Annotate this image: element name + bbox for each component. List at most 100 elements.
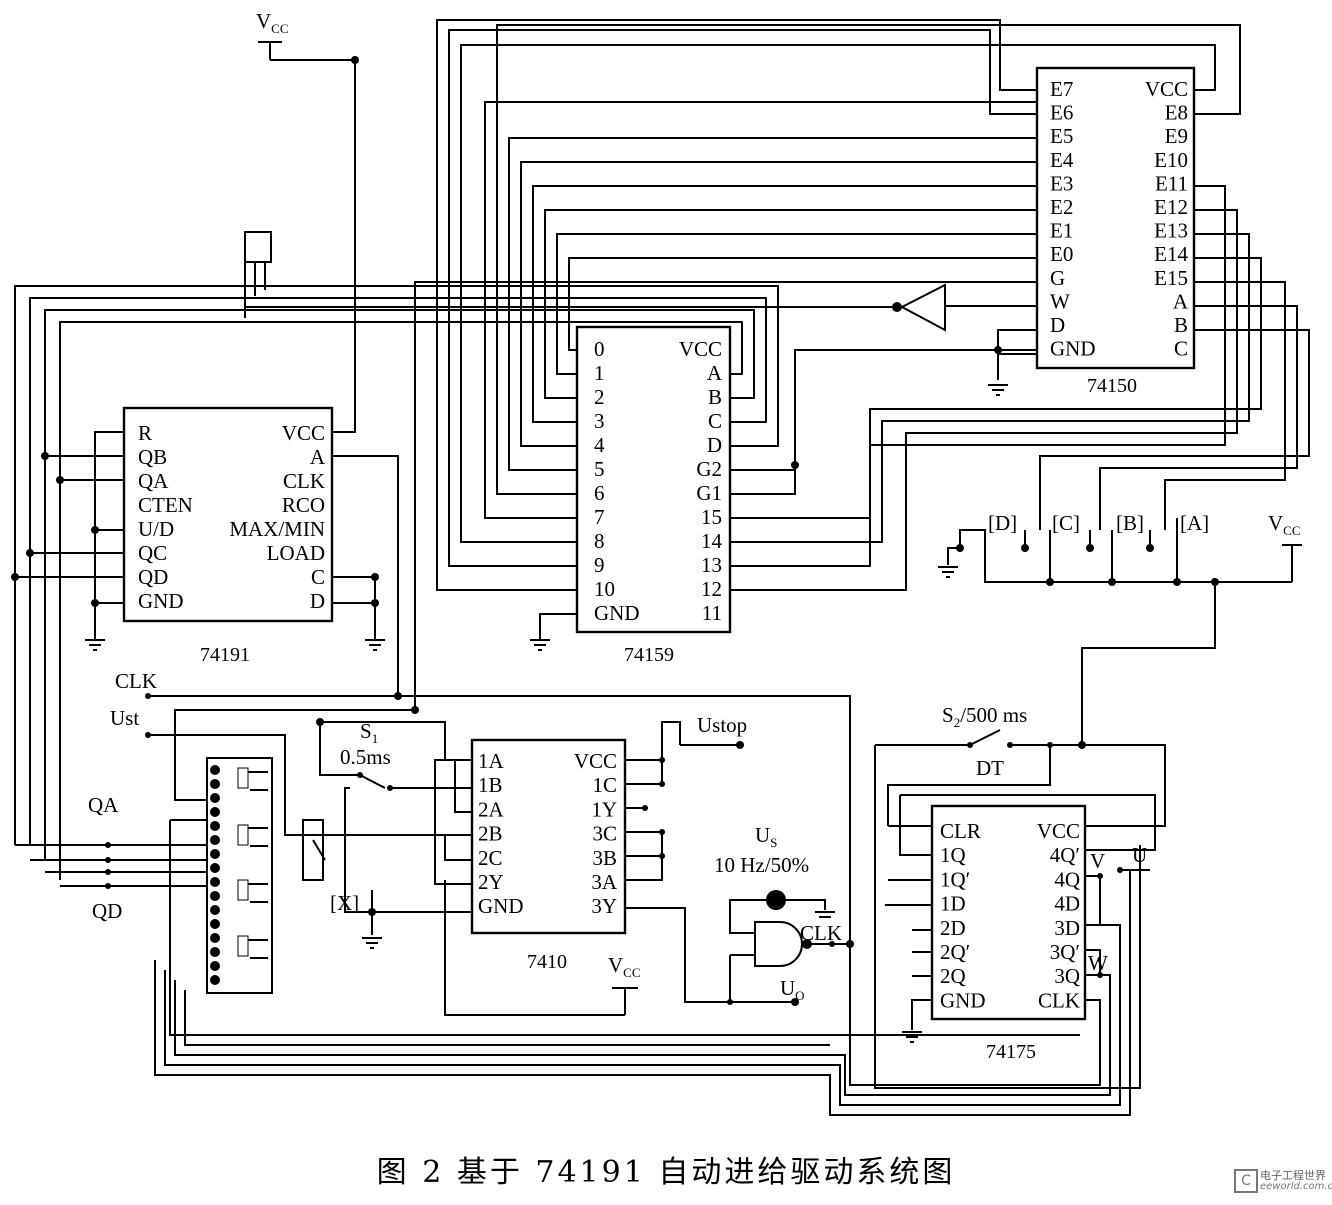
- vcc-7410-label: VCC: [608, 953, 641, 980]
- clk-input-wire: [148, 695, 851, 1045]
- wire-74159-G2: [730, 349, 1037, 471]
- c74150-pin-right-4: E11: [1155, 171, 1188, 195]
- c74191-pin-left-6: QD: [138, 565, 168, 589]
- c74191-pin-left-4: U/D: [138, 517, 174, 541]
- c74150-pin-right-0: VCC: [1145, 77, 1188, 101]
- vcc-right-symbol: [1215, 544, 1302, 583]
- c74175-pin-left-7: GND: [940, 988, 986, 1012]
- wire-74175-1Q: [899, 795, 932, 856]
- c74159-pin-right-0: VCC: [679, 337, 722, 361]
- chip-74150-name: 74150: [1087, 375, 1137, 397]
- us-freq-label: 10 Hz/50%: [714, 853, 809, 877]
- c7410-pin-right-1: 1C: [592, 773, 617, 797]
- c74175-pin-right-1: 4Q′: [1050, 843, 1080, 867]
- c7410-pin-left-1: 1B: [478, 773, 503, 797]
- chip-74191-body: [122, 406, 334, 623]
- c74191-pin-right-4: MAX/MIN: [229, 517, 325, 541]
- chip-74175-body: [930, 804, 1087, 1021]
- c74191-pin-right-0: VCC: [282, 421, 325, 445]
- wire-7410-2A: [454, 760, 472, 813]
- chip-74150-body: [1035, 66, 1196, 370]
- wires-74175-unused: [912, 929, 932, 977]
- c7410-pin-right-0: VCC: [574, 749, 617, 773]
- c74191-pin-left-1: QB: [138, 445, 167, 469]
- c74159-pin-left-10: 10: [594, 577, 615, 601]
- wire-74150-D: [997, 329, 1037, 380]
- x-node-label: [X]: [330, 891, 359, 915]
- connector-block: [206, 757, 273, 994]
- c74150-pin-right-2: E9: [1165, 124, 1188, 148]
- c74175-pin-left-4: 2D: [940, 916, 966, 940]
- right-side-bus: [730, 185, 1310, 591]
- watermark-logo: C 电子工程世界 eeworld.com.cn: [1234, 1167, 1332, 1197]
- c74175-pin-left-5: 2Q′: [940, 940, 970, 964]
- wire-7410-1A: [415, 759, 472, 789]
- circuit-schematic: E7E6E5E4E3E2E1E0GWDGNDVCCE8E9E10E11E12E1…: [11, 9, 1310, 1116]
- wire-7410-loop: [444, 880, 625, 1016]
- wire-74175-4Q-prime: [900, 794, 1156, 851]
- c74175-pin-right-2: 4Q: [1054, 867, 1080, 891]
- u-label: U: [1132, 843, 1147, 867]
- c7410-pin-left-4: 2C: [478, 846, 503, 870]
- c74191-pin-left-5: QC: [138, 541, 167, 565]
- c74175-pin-left-6: 2Q: [940, 964, 966, 988]
- c74159-pin-right-6: G1: [696, 481, 722, 505]
- c74191-pin-left-3: CTEN: [138, 493, 193, 517]
- c74159-pin-right-10: 12: [701, 577, 722, 601]
- ustop-wire-left: [174, 709, 415, 760]
- watermark-icon: C: [1234, 1169, 1258, 1193]
- wire-74159-G1: [730, 465, 796, 495]
- c74191-pin-left-0: R: [138, 421, 152, 445]
- s2-label: S2/500 ms: [942, 703, 1027, 730]
- chip-74159-body: [575, 325, 732, 634]
- c74159-pin-left-1: 1: [594, 361, 605, 385]
- switch-small[interactable]: [302, 819, 326, 881]
- c74150-pin-left-2: E5: [1050, 124, 1073, 148]
- us-label: US: [755, 823, 777, 850]
- c74191-pin-right-2: CLK: [283, 469, 325, 493]
- wire-74191-A: [332, 455, 399, 700]
- chip-7410-name: 7410: [527, 951, 567, 973]
- c74150-pin-left-1: E6: [1050, 101, 1073, 125]
- c74159-pin-right-9: 13: [701, 553, 722, 577]
- c74150-pin-left-7: E0: [1050, 242, 1073, 266]
- c74159-pin-left-3: 3: [594, 409, 605, 433]
- wire-74150-G: [414, 281, 1037, 710]
- c74150-pin-left-0: E7: [1050, 77, 1073, 101]
- c74150-pin-right-8: E15: [1154, 266, 1188, 290]
- clk-input-label: CLK: [115, 669, 157, 693]
- c74191-pin-right-3: RCO: [282, 493, 325, 517]
- ustop-label: Ustop: [697, 713, 747, 737]
- chip-74159-name: 74159: [624, 644, 674, 666]
- v-label: V: [1090, 849, 1105, 873]
- c74191-pin-left-7: GND: [138, 589, 184, 613]
- wire-74175-3Q: [1085, 949, 1101, 976]
- gnd-7410: [362, 937, 382, 949]
- vcc-wire-74191: [270, 59, 356, 433]
- c74150-pin-left-9: W: [1050, 289, 1070, 313]
- switch-d-label: [D]: [988, 511, 1017, 535]
- c74150-pin-left-6: E1: [1050, 219, 1073, 243]
- c74159-pin-right-5: G2: [696, 457, 722, 481]
- c74159-pin-left-8: 8: [594, 529, 605, 553]
- watermark-line2: eeworld.com.cn: [1260, 1181, 1332, 1192]
- c74150-pin-right-5: E12: [1154, 195, 1188, 219]
- chip-74175-name: 74175: [986, 1041, 1036, 1063]
- c74159-pin-right-7: 15: [701, 505, 722, 529]
- c74150-pin-right-3: E10: [1154, 148, 1188, 172]
- c74159-pin-left-7: 7: [594, 505, 605, 529]
- wire-74191-C: [332, 576, 376, 640]
- wire-74159-C: [29, 297, 767, 845]
- c74150-pin-left-4: E3: [1050, 171, 1073, 195]
- c74159-pin-left-0: 0: [594, 337, 605, 361]
- c74175-pin-right-6: 3Q: [1054, 964, 1080, 988]
- c74159-pin-left-9: 9: [594, 553, 605, 577]
- c74150-pin-right-10: B: [1174, 313, 1188, 337]
- switch-s2[interactable]: [874, 729, 1166, 1089]
- connector-input-wires: [14, 760, 1150, 1116]
- c74150-pin-right-11: C: [1174, 337, 1188, 361]
- wires-74191-left: [15, 431, 124, 640]
- c74159-pin-left-2: 2: [594, 385, 605, 409]
- c74159-pin-left-11: GND: [594, 601, 640, 625]
